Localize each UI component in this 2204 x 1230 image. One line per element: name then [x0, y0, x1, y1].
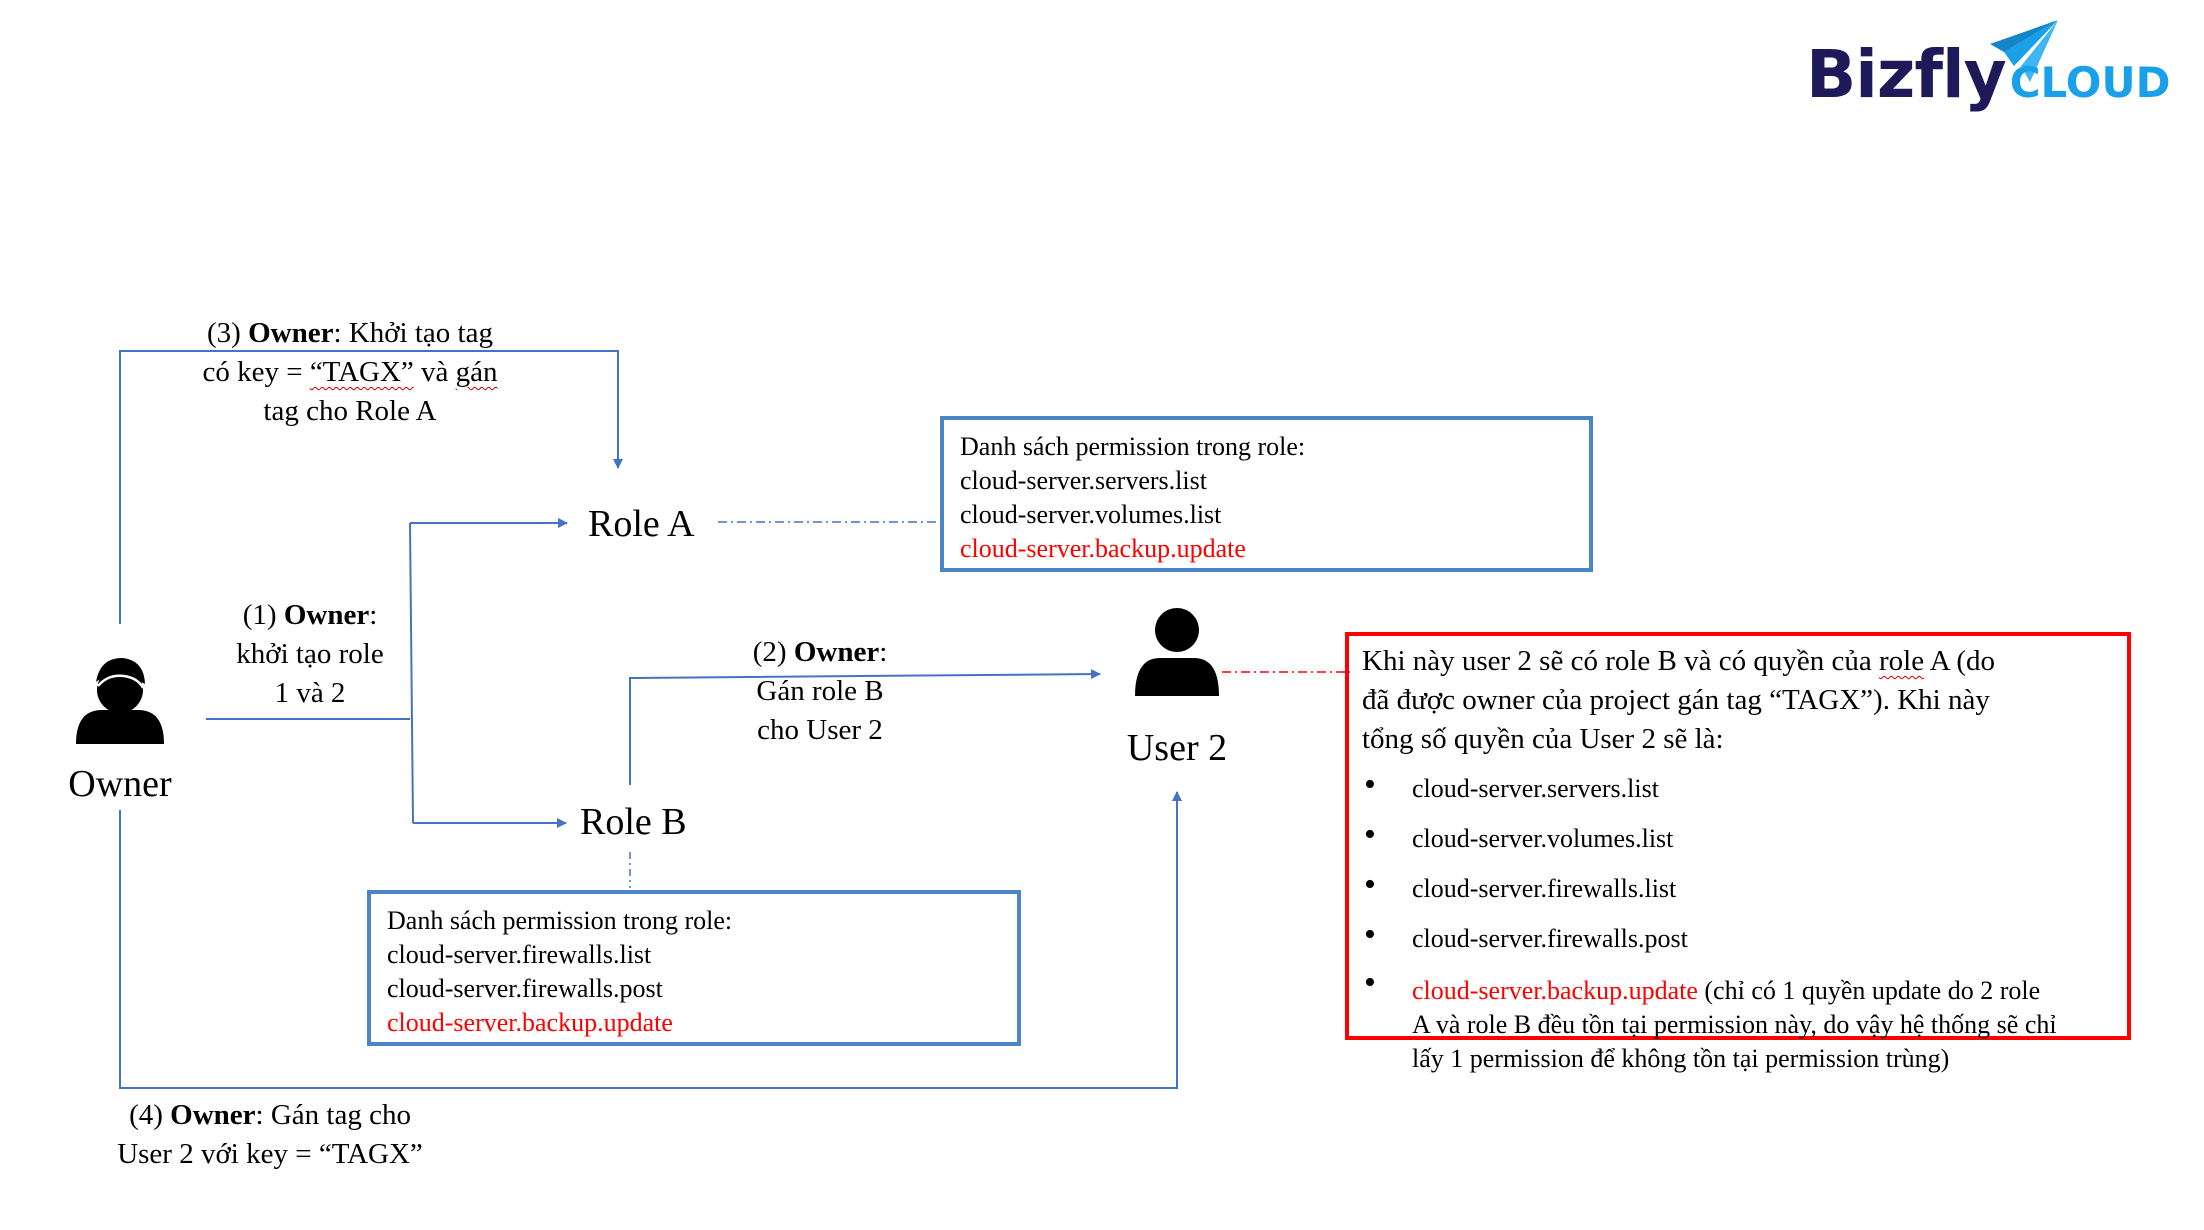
step3-line2d: gán [455, 356, 498, 388]
step4-annotation: (4) Owner: Gán tag cho User 2 với key = … [80, 1096, 460, 1174]
arrow-step3 [119, 350, 623, 624]
step4-line2: User 2 với key = “TAGX” [117, 1138, 423, 1170]
step1-line2: khởi tạo role [236, 638, 384, 670]
result-bullet-1: cloud-server.servers.list [1364, 766, 1659, 804]
user2-label: User 2 [1126, 727, 1228, 769]
step2-suffix: : [879, 636, 888, 668]
arrow-step4 [119, 791, 1182, 1089]
step1-actor: Owner [283, 599, 370, 631]
owner-person-icon [76, 658, 164, 744]
result-line1c: A (do [1924, 645, 1996, 677]
owner-label: Owner [68, 763, 172, 805]
role-b-permission-box: Danh sách permission trong role: cloud-s… [367, 890, 1021, 1046]
step2-line3: cho User 2 [757, 714, 883, 746]
step2-annotation: (2) Owner: Gán role B cho User 2 [710, 633, 930, 750]
result-bullet-5-note1: (chỉ có 1 quyền update do 2 role [1697, 976, 2041, 1005]
result-bullet-5-note2: A và role B đều tồn tại permission này, … [1412, 1010, 2057, 1039]
step3-tag-key: “TAGX” [309, 356, 414, 388]
result-line3: tổng số quyền của User 2 sẽ là: [1362, 723, 1724, 755]
arrow-step2 [629, 669, 1101, 785]
step4-actor: Owner [170, 1099, 256, 1131]
result-bullet-5: cloud-server.backup.update (chỉ có 1 quy… [1364, 966, 2057, 1076]
role-b-perm-highlight: cloud-server.backup.update [387, 1008, 673, 1037]
result-line1a: Khi này user 2 sẽ có role B và có quyền … [1362, 645, 1880, 677]
step1-line3: 1 và 2 [274, 677, 346, 709]
role-a-permission-box: Danh sách permission trong role: cloud-s… [940, 416, 1593, 572]
step2-actor: Owner [793, 636, 880, 668]
step1-prefix: (1) [242, 599, 284, 631]
result-bullet-5-perm: cloud-server.backup.update [1412, 976, 1698, 1005]
step3-line2a: có key = [202, 356, 310, 388]
logo-word-cloud: CLOUD [2009, 58, 2171, 107]
result-bullet-5-note3: lấy 1 permission để không tồn tại permis… [1412, 1044, 1950, 1073]
logo-word-bizfly: Bizfly [1806, 36, 2007, 113]
step2-line2: Gán role B [756, 675, 884, 707]
step3-annotation: (3) Owner: Khởi tạo tag có key = “TAGX” … [180, 314, 520, 431]
role-b-box-title: Danh sách permission trong role: [387, 906, 733, 935]
paper-plane-icon [1990, 20, 2058, 82]
result-bullet-3: cloud-server.firewalls.list [1364, 866, 1676, 904]
role-b-label: Role B [580, 801, 687, 843]
step3-line3: tag cho Role A [263, 395, 437, 427]
step4-suffix: : Gán tag cho [255, 1099, 411, 1131]
step3-line2c: và [413, 356, 456, 388]
result-bullet-2: cloud-server.volumes.list [1364, 816, 1673, 854]
role-a-perm-1: cloud-server.servers.list [960, 466, 1207, 495]
step3-actor: Owner [248, 317, 334, 349]
role-a-perm-highlight: cloud-server.backup.update [960, 534, 1246, 563]
step3-suffix: : Khởi tạo tag [333, 317, 493, 349]
result-line2: đã được owner của project gán tag “TAGX”… [1362, 684, 1990, 716]
bizfly-logo: BizflyCLOUD [1806, 36, 2170, 113]
result-bullet-list: cloud-server.servers.list cloud-server.v… [1352, 766, 2152, 1100]
step1-annotation: (1) Owner: khởi tạo role 1 và 2 [200, 596, 420, 713]
role-a-perm-2: cloud-server.volumes.list [960, 500, 1222, 529]
step1-suffix: : [369, 599, 378, 631]
role-b-perm-1: cloud-server.firewalls.list [387, 940, 652, 969]
result-line1b: role [1879, 645, 1925, 677]
result-bullet-4: cloud-server.firewalls.post [1364, 916, 1688, 954]
step2-prefix: (2) [752, 636, 794, 668]
result-summary: Khi này user 2 sẽ có role B và có quyền … [1362, 642, 1995, 759]
role-a-label: Role A [588, 503, 695, 545]
role-a-box-title: Danh sách permission trong role: [960, 432, 1306, 461]
step3-prefix: (3) [207, 317, 249, 349]
role-b-perm-2: cloud-server.firewalls.post [387, 974, 663, 1003]
user2-person-icon [1135, 608, 1219, 696]
line-step1-branch [409, 522, 414, 824]
step4-prefix: (4) [129, 1099, 171, 1131]
